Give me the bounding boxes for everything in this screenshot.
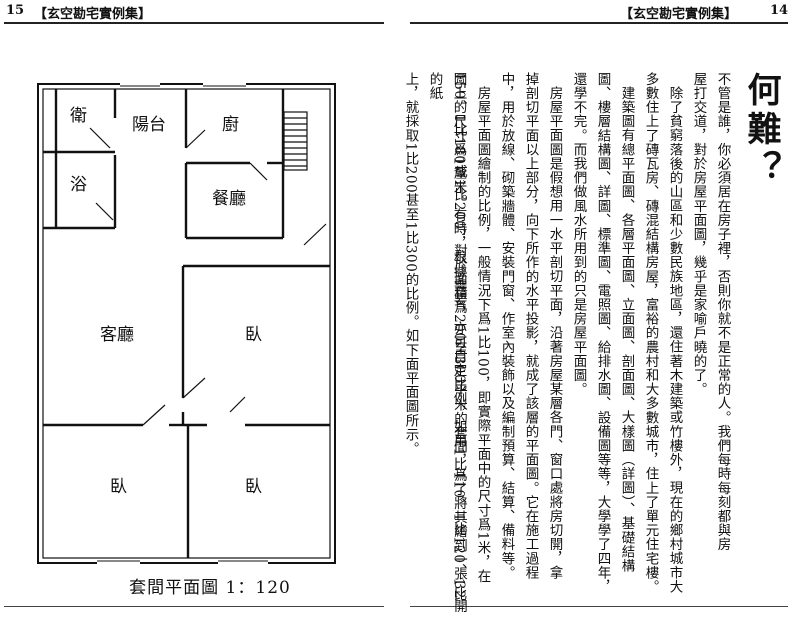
- room-label-bedroom-right: 臥: [245, 325, 262, 345]
- body-column-6: 圖、樓層結構圖、詳圖、標準圖、電照圖、給排水圖、設備圖等等，大學學了四年，: [594, 72, 611, 594]
- body-column-11: 房屋平面圖繪制的比例，一般情況下爲1比100，即實際平面中的尺寸爲1米，在: [474, 86, 491, 584]
- body-column-10: 中，用於放線、砌築牆體、安裝門窗、作室內裝飾以及編制預算、結算、備料等。: [498, 72, 515, 580]
- right-page-number: 14: [770, 3, 789, 18]
- left-running-title: 【玄空勘宅實例集】: [34, 7, 152, 22]
- room-label-bedroom-bottom-left: 臥: [110, 477, 127, 497]
- windows: [97, 82, 268, 565]
- body-column-14: 上，就採取1比200甚至1比300的比例。如下面平面圖所示。: [402, 72, 419, 456]
- room-label-living: 客廳: [100, 325, 134, 345]
- section-heading: 二、居住建築，識圖何難？: [741, 72, 793, 423]
- interior-walls: [43, 89, 330, 558]
- outer-walls: [37, 83, 336, 564]
- body-column-9: 掉剖切平面以上部分，向下所作的水平投影，就成了該層的平面圖。它在施工過程: [522, 72, 539, 580]
- body-column-1: 不管是誰，你必須居在房子裡，否則你就不是正常的人。我們每時每刻都與房: [714, 72, 731, 552]
- room-label-balcony: 陽台: [132, 115, 166, 135]
- floor-plan: 衛 浴 陽台 廚 餐廳 客廳 臥 臥 臥: [37, 82, 336, 565]
- body-column-7: 還學不完。而我們做風水所用到的只是房屋平面圖。: [570, 72, 587, 397]
- right-running-title: 【玄空勘宅實例集】: [620, 7, 738, 22]
- room-label-bedroom-bottom-right: 臥: [245, 477, 262, 497]
- right-footer-rule: [410, 606, 788, 607]
- body-column-5: 建築圖有總平面圖、各層平面圖、立面圖、剖面圖、大樣圖（詳圖）、基礎結構: [618, 86, 635, 573]
- doors: [89, 127, 327, 426]
- body-column-13: 150、1比180或1比200，對於面積爲200至300平米的套間，爲了將其繪到…: [426, 72, 468, 614]
- right-header-rule: [410, 22, 788, 24]
- body-column-2: 屋打交道，對於房屋平面圖，幾乎是家喻戶曉的了。: [690, 72, 707, 397]
- stair: [283, 111, 308, 171]
- left-page-number: 15: [6, 3, 25, 18]
- left-header-rule: [4, 22, 384, 24]
- body-column-12: 圖上的尺寸爲1釐米。有時，根據需要，亦可自定比例，如用1比110、1比120、1…: [450, 72, 467, 601]
- room-label-dining: 餐廳: [212, 189, 246, 209]
- body-column-3: 除了貧窮落後的山區和少數民族地區，還住著木建築或竹樓外，現在的鄉村城市大: [666, 86, 683, 594]
- room-label-toilet: 衛: [70, 106, 87, 126]
- room-label-kitchen: 廚: [222, 114, 239, 135]
- floor-plan-caption: 套間平面圖 1：120: [129, 578, 291, 598]
- body-column-4: 多數住上了磚瓦房、磚混結構房屋，富裕的農村和大多數城市，住上了單元住宅樓。: [642, 72, 659, 594]
- body-column-8: 房屋平面圖是假想用一水平剖切平面，沿著房屋某層各門、窗口處將房切開，拿: [546, 86, 563, 580]
- room-label-bath: 浴: [70, 175, 87, 195]
- left-footer-rule: [4, 606, 384, 607]
